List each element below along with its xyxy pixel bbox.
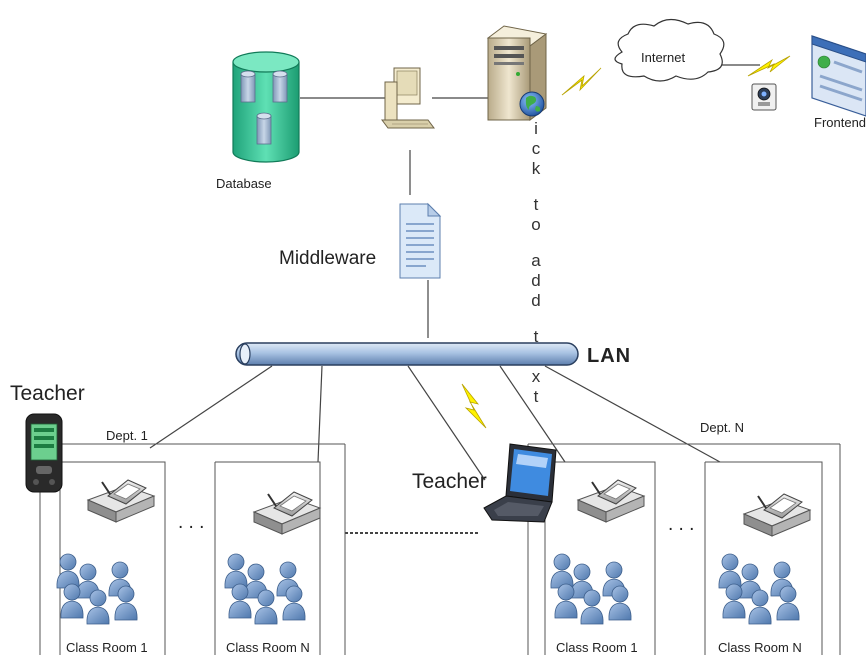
- vertical-text-letter: d: [531, 271, 540, 290]
- connection-lines: [149, 64, 760, 534]
- students-icon: [551, 554, 631, 624]
- lightning-icon: [561, 67, 602, 96]
- class-room-1-left-label: Class Room 1: [66, 640, 148, 655]
- class-room-n-left-label: Class Room N: [226, 640, 310, 655]
- lan-to-classroom1-right-line: [499, 365, 566, 463]
- scanner-icon: [87, 479, 155, 523]
- vertical-text-letter: o: [531, 215, 540, 234]
- vertical-text-letter: x: [532, 367, 541, 386]
- teacher-right-label: Teacher: [412, 470, 487, 493]
- lan-label: LAN: [587, 345, 631, 367]
- internet-cloud-icon: [614, 18, 725, 82]
- vertical-text-letter: i: [534, 119, 538, 138]
- server-icon: [486, 25, 548, 121]
- lightning-icon: [461, 383, 487, 429]
- lan-to-dept-n-line: [544, 365, 721, 463]
- lan-to-classroom-n-line: [317, 365, 323, 463]
- vertical-text-letter: t: [534, 195, 539, 214]
- internet-label: Internet: [641, 50, 685, 65]
- lan-to-teacher-line: [407, 365, 486, 481]
- laptop-icon: [483, 443, 557, 523]
- database-icon: [232, 51, 300, 163]
- scanner-icon: [743, 493, 811, 537]
- vertical-text-letter: t: [534, 327, 539, 346]
- students-icon: [57, 554, 137, 624]
- dept-1-label: Dept. 1: [106, 428, 148, 443]
- middleware-label: Middleware: [279, 248, 376, 269]
- ellipsis-left: . . .: [178, 512, 204, 533]
- dept-n-box: [527, 443, 841, 655]
- browser-window-icon: [811, 35, 866, 117]
- dept-n-label: Dept. N: [700, 420, 744, 435]
- ellipsis-right: . . .: [668, 514, 694, 535]
- webcam-icon: [751, 83, 777, 111]
- vertical-text-letter: t: [534, 387, 539, 406]
- frontend-label: Frontend: [814, 115, 866, 130]
- teacher-left-label: Teacher: [10, 382, 85, 405]
- vertical-text-letter: c: [532, 139, 541, 158]
- workstation-icon: [381, 67, 435, 129]
- scanner-icon: [253, 491, 321, 535]
- document-icon: [399, 202, 442, 279]
- database-label: Database: [216, 176, 272, 191]
- lan-to-dept1-line: [149, 365, 273, 449]
- vertical-text-letter: d: [531, 291, 540, 310]
- class-room-1-right-label: Class Room 1: [556, 640, 638, 655]
- lan-pipe: [235, 342, 579, 366]
- scanner-icon: [577, 479, 645, 523]
- students-icon: [225, 554, 305, 624]
- class-room-n-right-label: Class Room N: [718, 640, 802, 655]
- pda-icon: [25, 413, 63, 493]
- globe-icon: [519, 91, 545, 117]
- dept-1-box: [39, 443, 346, 655]
- vertical-text-letter: k: [532, 159, 541, 178]
- students-icon: [719, 554, 799, 624]
- vertical-text-letter: a: [531, 251, 541, 270]
- lightning-icon: [747, 55, 791, 77]
